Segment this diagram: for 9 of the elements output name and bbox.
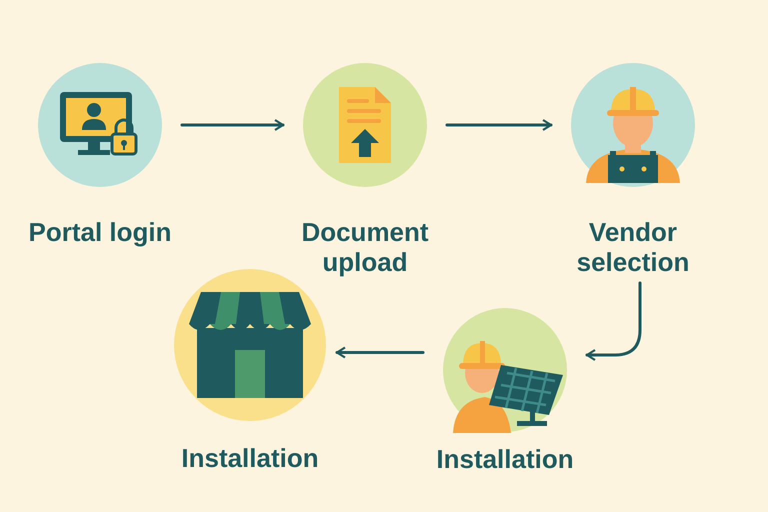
step-label: Document upload (300, 217, 430, 277)
arrow (586, 282, 642, 362)
step-label: Installation (435, 444, 575, 474)
arrow (180, 118, 284, 132)
step-label: Installation (180, 443, 320, 473)
arrow (446, 118, 552, 132)
step-label: Portal login (28, 217, 172, 247)
step-label: Vendor selection (576, 217, 690, 277)
arrow (336, 346, 424, 359)
